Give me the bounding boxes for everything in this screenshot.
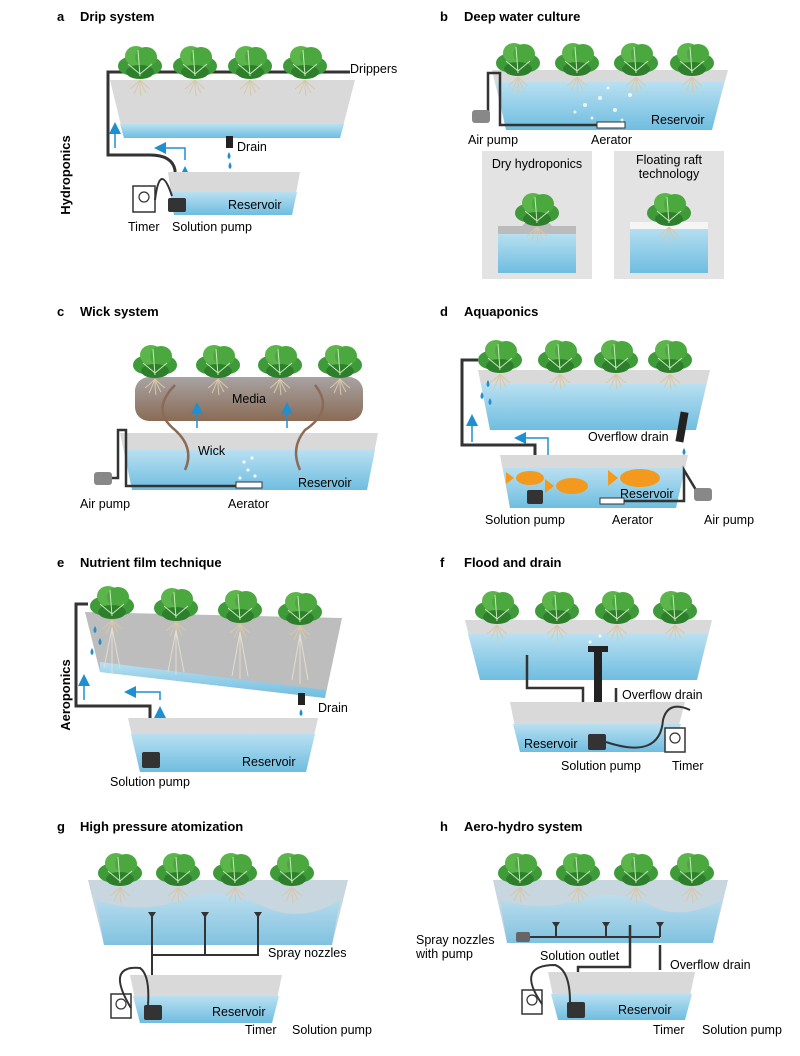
- nft-reservoir-label: Reservoir: [242, 755, 296, 769]
- dwc-air-line: [486, 71, 600, 127]
- wick-media-label: Media: [232, 392, 266, 406]
- panel-nutrient-film-technique: e Nutrient film technique Drain Reservoi…: [57, 555, 348, 789]
- aquaponics-air-pump: [694, 488, 712, 501]
- panel-aero-hydro-system: h Aero-hydro system Spray nozzles with p…: [415, 819, 782, 1037]
- panel-b-title: Deep water culture: [464, 9, 580, 24]
- aero-hydro-timer-label: Timer: [653, 1023, 684, 1037]
- hpa-reservoir-label: Reservoir: [212, 1005, 266, 1019]
- drip-grow-tray: [110, 80, 355, 138]
- side-label-hydroponics: Hydroponics: [58, 135, 73, 214]
- flood-timer: [664, 727, 686, 753]
- drip-timer-label: Timer: [128, 220, 159, 234]
- aquaponics-air-line: [624, 465, 698, 503]
- panel-a-title: Drip system: [80, 9, 154, 24]
- panel-e-title: Nutrient film technique: [80, 555, 222, 570]
- panel-d-letter: d: [440, 304, 448, 319]
- wick-aerator-label: Aerator: [228, 497, 269, 511]
- aquaponics-reservoir-label: Reservoir: [620, 487, 674, 501]
- hpa-timer: [110, 993, 132, 1019]
- dwc-aerator: [596, 121, 626, 129]
- drip-drain-label: Drain: [237, 140, 267, 154]
- drippers-label: Drippers: [350, 62, 397, 76]
- wick-label: Wick: [198, 444, 226, 458]
- aquaponics-overflow-label: Overflow drain: [588, 430, 669, 444]
- clock-icon: [138, 191, 150, 203]
- nft-drain-label: Drain: [318, 701, 348, 715]
- wick-strand-left: [161, 384, 190, 471]
- dwc-reservoir-label: Reservoir: [651, 113, 705, 127]
- clock-icon: [526, 994, 538, 1006]
- panel-wick-system: c Wick system Media Wick Air pump Aerato…: [57, 304, 378, 511]
- dry-hydroponics-label: Dry hydroponics: [492, 157, 582, 171]
- nft-pump-label: Solution pump: [110, 775, 190, 789]
- panel-f-letter: f: [440, 555, 445, 570]
- aquaponics-air-pump-label: Air pump: [704, 513, 754, 527]
- aquaponics-overflow-drain: [675, 411, 689, 443]
- wick-air-pump: [94, 472, 112, 485]
- panel-h-title: Aero-hydro system: [464, 819, 582, 834]
- panel-h-letter: h: [440, 819, 448, 834]
- panel-f-title: Flood and drain: [464, 555, 562, 570]
- aquaponics-aerator-label: Aerator: [612, 513, 653, 527]
- panel-b-letter: b: [440, 9, 448, 24]
- panel-e-letter: e: [57, 555, 64, 570]
- drip-feed-pipe: [106, 70, 350, 205]
- drip-drain-pipe: [226, 136, 233, 148]
- drip-reservoir-label: Reservoir: [228, 198, 282, 212]
- dwc-aerator-label: Aerator: [591, 133, 632, 147]
- aero-hydro-solution-pump: [567, 1002, 585, 1018]
- hpa-solution-pump: [144, 1005, 162, 1020]
- clock-icon: [669, 732, 681, 744]
- aero-hydro-spray-line: [530, 925, 661, 938]
- nft-solution-pump: [142, 752, 160, 768]
- flood-overflow-label: Overflow drain: [622, 688, 703, 702]
- panel-deep-water-culture: b Deep water culture Air pump Aerator Re…: [440, 9, 728, 279]
- flood-reservoir-label: Reservoir: [524, 737, 578, 751]
- aero-hydro-outlet-label: Solution outlet: [540, 949, 620, 963]
- wick-reservoir-label: Reservoir: [298, 476, 352, 490]
- panel-flood-and-drain: f Flood and drain Overflow drain Reservo…: [440, 555, 712, 773]
- panel-aquaponics: d Aquaponics Overflow drain Reservoir So…: [440, 304, 754, 527]
- panel-a-letter: a: [57, 9, 65, 24]
- drip-pump-label: Solution pump: [172, 220, 252, 234]
- panel-d-title: Aquaponics: [464, 304, 538, 319]
- panel-high-pressure-atomization: g High pressure atomization Spray nozzle…: [57, 819, 372, 1037]
- wick-strand-right: [294, 384, 325, 471]
- hpa-timer-label: Timer: [245, 1023, 276, 1037]
- hpa-pump-label: Solution pump: [292, 1023, 372, 1037]
- wick-aerator: [235, 481, 263, 489]
- hpa-nozzles-label: Spray nozzles: [268, 946, 347, 960]
- flood-pump-label: Solution pump: [561, 759, 641, 773]
- aero-hydro-nozzle-pump: [516, 932, 530, 942]
- nft-drain-pipe: [298, 693, 305, 705]
- flood-timer-label: Timer: [672, 759, 703, 773]
- floating-raft-label-1: Floating raft: [636, 153, 703, 167]
- wick-air-line: [110, 428, 236, 488]
- panel-g-title: High pressure atomization: [80, 819, 243, 834]
- wick-air-pump-label: Air pump: [80, 497, 130, 511]
- aero-hydro-nozzles-label-1: Spray nozzles: [416, 933, 495, 947]
- aero-hydro-overflow-label: Overflow drain: [670, 958, 751, 972]
- panel-c-title: Wick system: [80, 304, 159, 319]
- aero-hydro-nozzles-label-2: with pump: [415, 947, 473, 961]
- dwc-air-pump-label: Air pump: [468, 133, 518, 147]
- flood-standpipe: [594, 650, 602, 742]
- aquaponics-pump-label: Solution pump: [485, 513, 565, 527]
- clock-icon: [115, 998, 127, 1010]
- drip-timer: [132, 185, 156, 213]
- drip-solution-pump: [168, 198, 186, 212]
- aero-hydro-pump-label: Solution pump: [702, 1023, 782, 1037]
- flood-solution-pump: [588, 734, 606, 750]
- aquaponics-solution-pump: [527, 490, 543, 504]
- panel-drip-system: a Drip system Drain Drippers Reservoir T…: [57, 9, 397, 234]
- fish-group: [506, 469, 660, 494]
- aero-hydro-timer: [521, 989, 543, 1015]
- aero-hydro-reservoir-label: Reservoir: [618, 1003, 672, 1017]
- side-label-aeroponics: Aeroponics: [58, 659, 73, 731]
- panel-g-letter: g: [57, 819, 65, 834]
- panel-c-letter: c: [57, 304, 64, 319]
- floating-raft-label-2: technology: [639, 167, 700, 181]
- dwc-air-pump: [472, 110, 490, 123]
